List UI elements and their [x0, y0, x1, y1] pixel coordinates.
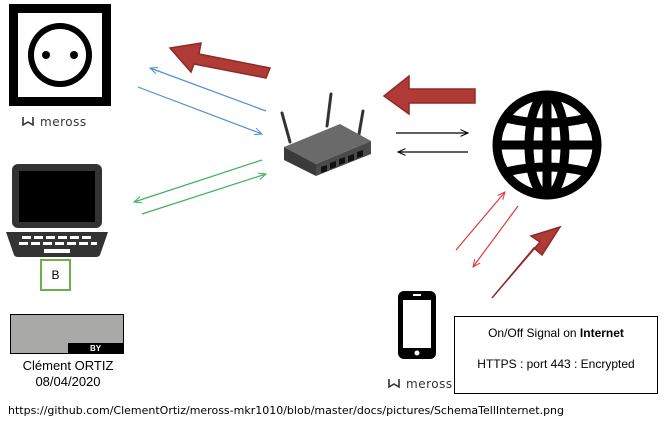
info-line-1-bold: Internet	[579, 326, 624, 340]
device-b-text: B	[51, 268, 60, 282]
meross-logo-icon	[22, 117, 34, 127]
info-line-2: HTTPS : port 443 : Encrypted	[477, 357, 635, 371]
link-socket-router	[137, 68, 267, 134]
author-name: Clément ORTIZ	[22, 358, 114, 373]
globe-icon	[492, 90, 602, 200]
big-arrow-globe-to-router	[382, 74, 476, 116]
meross-logo-icon	[388, 379, 400, 389]
info-line-1: On/Off Signal on Internet	[455, 326, 657, 340]
big-arrow-router-to-socket	[168, 42, 272, 79]
info-line-1-prefix: On/Off Signal on	[488, 326, 580, 340]
meross-logo-phone: meross	[388, 377, 453, 391]
brand-name-phone: meross	[406, 377, 453, 391]
device-b-label: B	[40, 259, 71, 291]
license-by-text: BY	[89, 344, 102, 353]
big-arrow-phone-to-globe	[491, 225, 562, 299]
link-router-globe	[396, 133, 468, 152]
link-laptop-router	[134, 159, 266, 215]
link-phone-globe	[455, 192, 519, 267]
laptop-icon	[6, 164, 108, 257]
power-socket-icon	[9, 4, 111, 106]
license-band	[68, 343, 123, 353]
smartphone-icon	[398, 291, 436, 359]
info-box: On/Off Signal on Internet HTTPS : port 4…	[454, 316, 658, 394]
meross-logo-socket: meross	[22, 115, 87, 129]
license-badge: BY	[10, 314, 124, 354]
source-url: https://github.com/ClementOrtiz/meross-m…	[8, 404, 565, 417]
router-icon	[280, 92, 371, 176]
author-date: 08/04/2020	[35, 374, 101, 389]
brand-name-socket: meross	[40, 115, 87, 129]
